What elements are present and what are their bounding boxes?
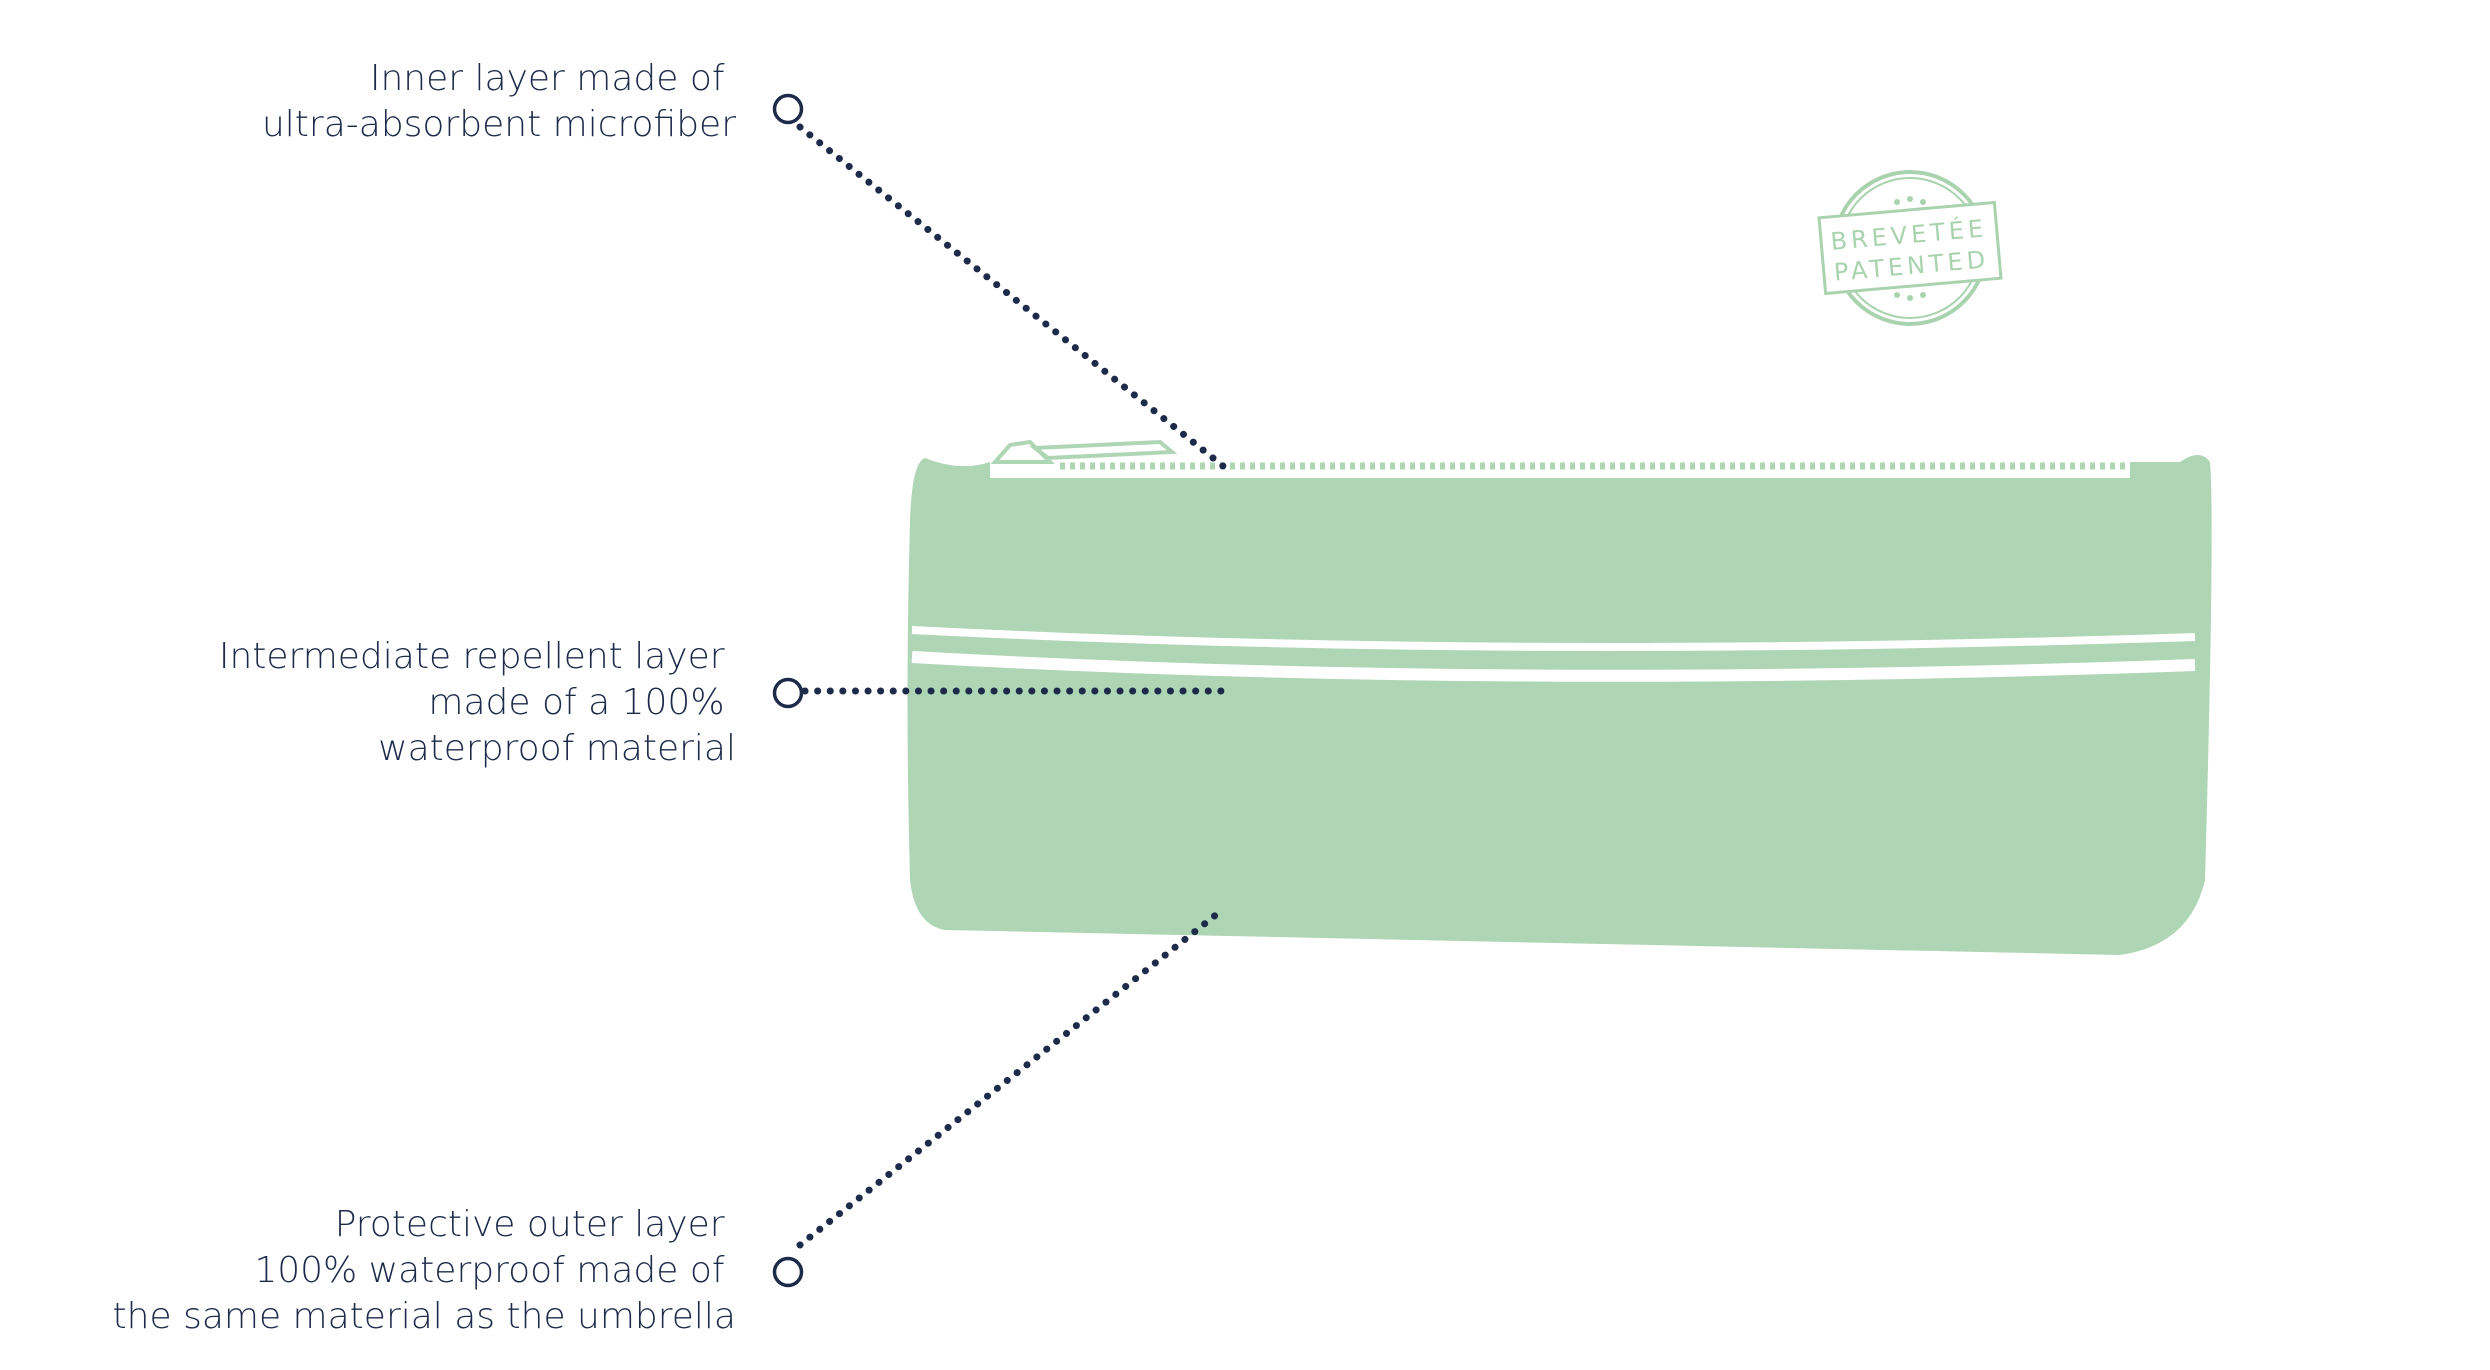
inner-layer-marker [772,93,804,125]
outer-layer-label-line-2: 100% waterproof made of [254,1250,725,1291]
inner-layer-label-line-1: Inner layer made of [370,58,725,99]
outer-layer-label-line-3: the same material as the umbrella [113,1296,736,1337]
inner-layer-leader-line [796,123,1232,474]
layer-stripe-upper [911,626,2196,651]
outer-layer-label: Protective outer layer 100% waterproof m… [113,1204,736,1337]
intermediate-layer-label-line-2: made of a 100% [428,682,724,723]
drop-icon [1894,196,1926,301]
outer-layer-marker [772,1256,804,1288]
inner-layer-label: Inner layer made of ultra-absorbent micr… [262,58,736,145]
stamp-banner [1817,200,2003,296]
intermediate-layer-label-line-3: waterproof material [378,728,736,769]
layer-stripe-lower [911,651,2196,682]
intermediate-layer-label: Intermediate repellent layer made of a 1… [219,636,736,769]
intermediate-layer-marker [772,677,804,709]
inner-layer-label-line-2: ultra-absorbent microfiber [262,104,736,145]
intermediate-layer-label-line-1: Intermediate repellent layer [219,636,725,677]
pouch-body [907,455,2212,955]
zipper [990,439,2130,478]
patented-stamp: BREVETÉE PATENTED [1817,170,2003,326]
zipper-pull-icon [990,439,1178,464]
outer-layer-label-line-1: Protective outer layer [335,1204,725,1245]
outer-layer-leader-line [796,906,1226,1249]
